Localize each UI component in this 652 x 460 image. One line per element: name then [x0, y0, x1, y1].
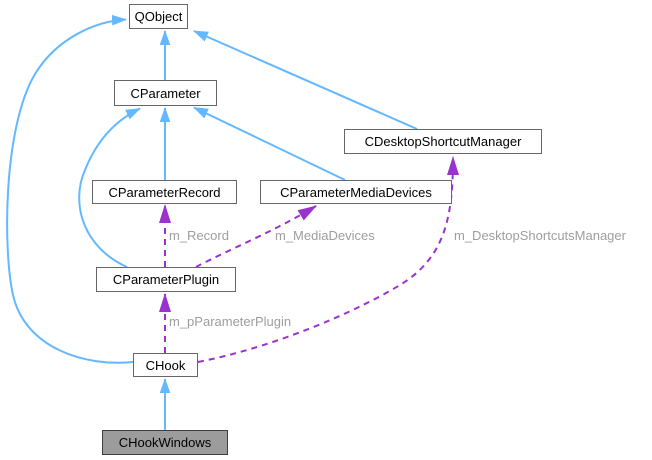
edge-label-m-record: m_Record: [169, 228, 229, 243]
node-qobject[interactable]: QObject: [129, 4, 188, 29]
edge-cparameterplugin-to-cparametermediadevices: [195, 205, 317, 268]
edge-label-m-media-devices: m_MediaDevices: [275, 228, 375, 243]
edge-cdesktopshortcutmanager-to-qobject: [193, 30, 418, 130]
edge-cparametermediadevices-to-cparameter: [193, 106, 346, 181]
node-cparametermediadevices[interactable]: CParameterMediaDevices: [260, 180, 452, 204]
edge-cparameterplugin-to-cparameter: [78, 107, 141, 268]
edge-chook-to-qobject: [6, 14, 134, 364]
edge-label-m-p-parameter-plugin: m_pParameterPlugin: [169, 314, 292, 329]
edge-chook-to-cdesktopshortcutmanager: [197, 156, 459, 363]
node-chookwindows[interactable]: CHookWindows: [102, 430, 228, 455]
node-cparameterplugin[interactable]: CParameterPlugin: [96, 267, 236, 292]
node-chook[interactable]: CHook: [133, 353, 198, 377]
node-cdesktopshortcutmanager[interactable]: CDesktopShortcutManager: [344, 129, 542, 154]
node-cparameter[interactable]: CParameter: [114, 80, 217, 106]
node-cparameterrecord[interactable]: CParameterRecord: [92, 180, 237, 204]
edge-label-m-desktop-shortcuts-manager: m_DesktopShortcutsManager: [454, 228, 626, 243]
